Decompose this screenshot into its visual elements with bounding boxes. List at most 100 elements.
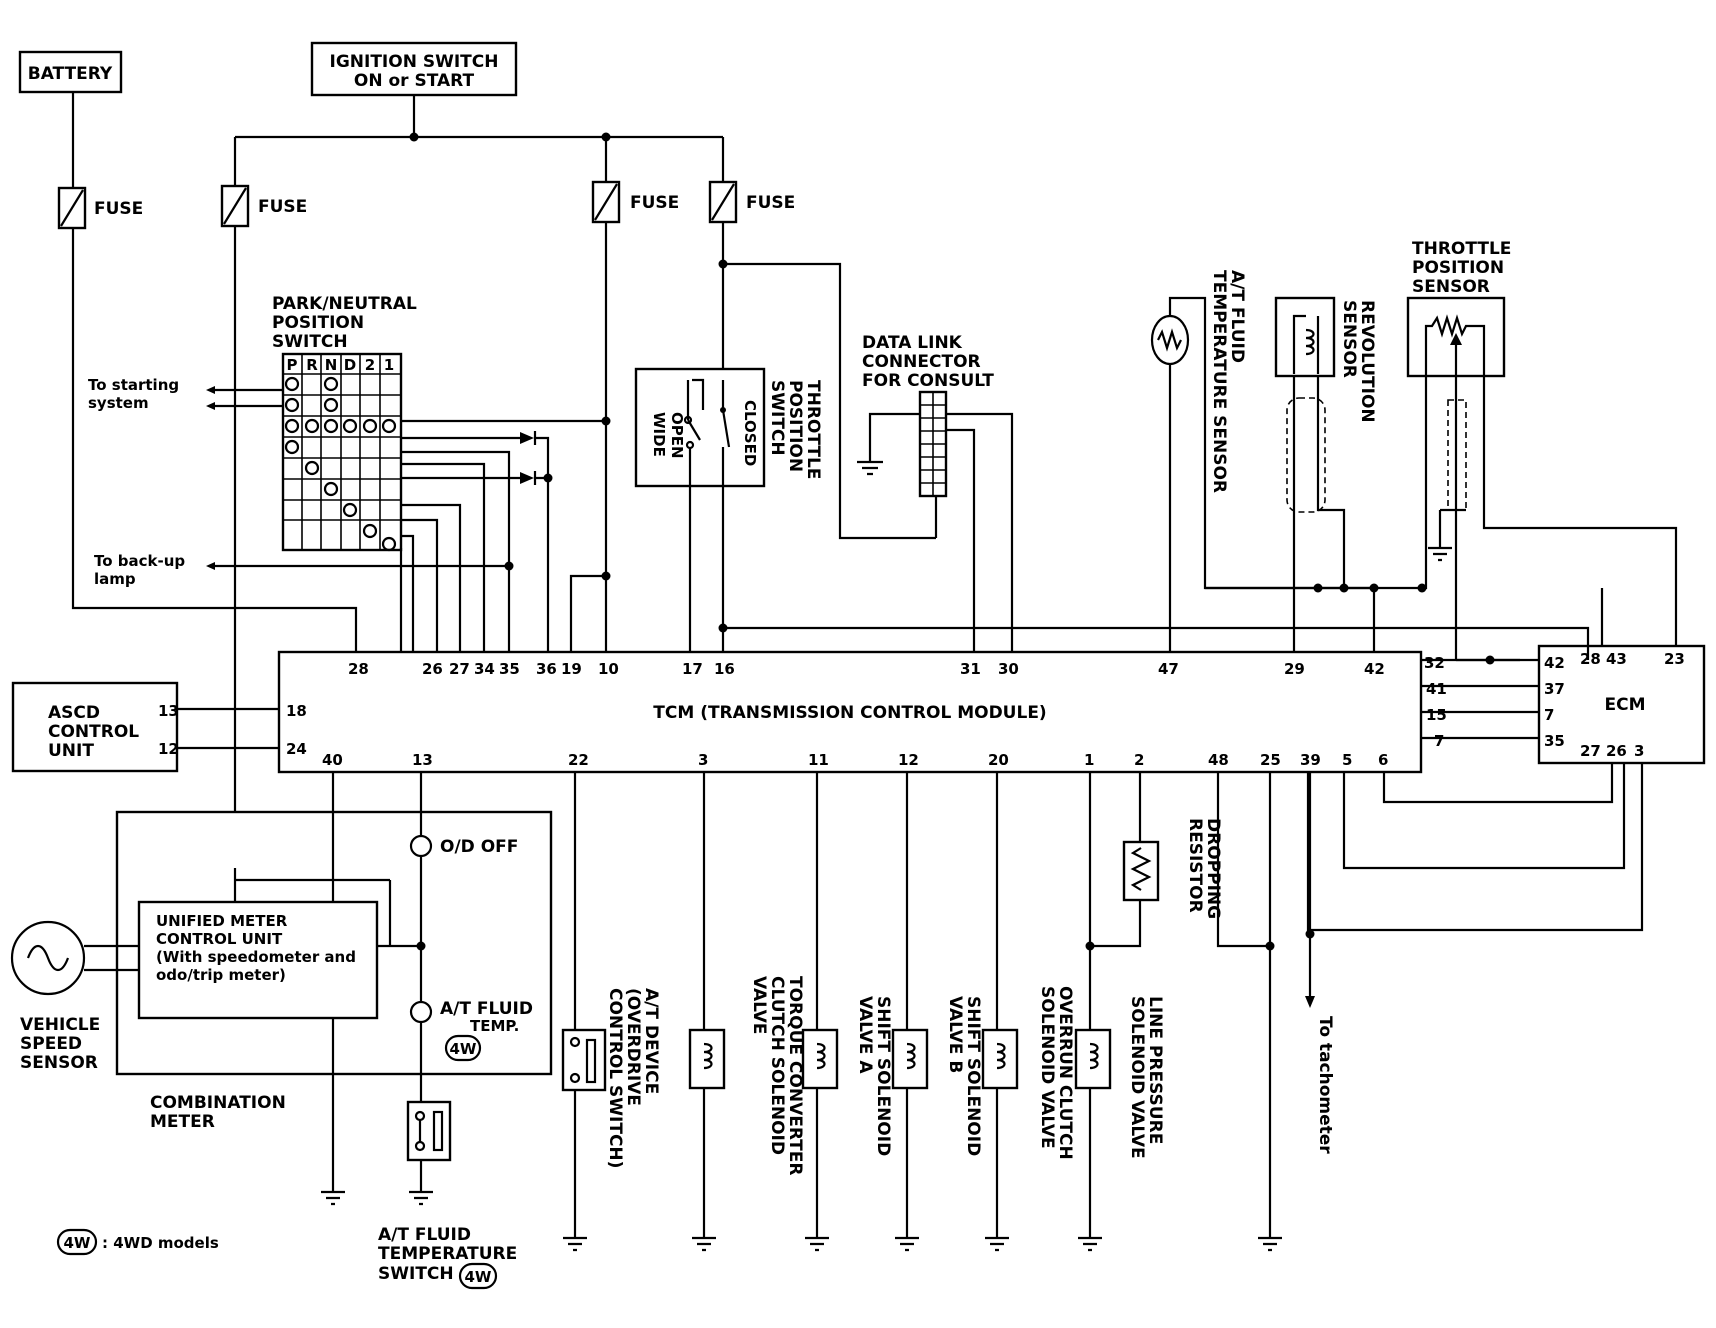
svg-text:42: 42	[1544, 654, 1565, 672]
svg-text:TEMPERATURE: TEMPERATURE	[378, 1244, 517, 1264]
svg-text:SENSOR: SENSOR	[1339, 300, 1359, 378]
svg-text:CONTROL: CONTROL	[48, 722, 139, 742]
svg-text:SHIFT SOLENOID: SHIFT SOLENOID	[873, 996, 893, 1156]
tcm-transmission-control-module: TCM (TRANSMISSION CONTROL MODULE) 28 26 …	[277, 650, 1447, 774]
svg-text:32: 32	[1424, 654, 1445, 672]
ignition-switch: IGNITION SWITCH ON or START	[310, 41, 518, 97]
at-fluid-temp-lamp: A/T FLUID TEMP. 4W	[409, 999, 533, 1062]
svg-text:3: 3	[698, 751, 708, 769]
park-neutral-position-switch: PARK/NEUTRAL POSITION SWITCH P R N D 2 1	[272, 294, 417, 552]
svg-text:lamp: lamp	[94, 570, 136, 588]
svg-text:20: 20	[988, 751, 1009, 769]
svg-text:A/T FLUID: A/T FLUID	[378, 1225, 471, 1245]
svg-text:POSITION: POSITION	[785, 380, 805, 472]
svg-text:OPEN: OPEN	[668, 412, 686, 459]
svg-text:UNIFIED METER: UNIFIED METER	[156, 912, 288, 930]
svg-text:SWITCH: SWITCH	[767, 380, 787, 456]
svg-text:1: 1	[384, 356, 394, 374]
svg-text:LINE PRESSURE: LINE PRESSURE	[1145, 996, 1165, 1144]
svg-text:TCM (TRANSMISSION CONTROL MODU: TCM (TRANSMISSION CONTROL MODULE)	[653, 703, 1046, 723]
svg-text:43: 43	[1606, 650, 1627, 668]
line-pressure-solenoid-valve: LINE PRESSURE SOLENOID VALVE	[1074, 772, 1165, 1238]
svg-text:METER: METER	[150, 1112, 215, 1132]
svg-text:16: 16	[714, 660, 735, 678]
svg-text:VEHICLE: VEHICLE	[20, 1015, 100, 1035]
svg-text:OVERRUN CLUTCH: OVERRUN CLUTCH	[1055, 986, 1075, 1160]
svg-text:25: 25	[1260, 751, 1281, 769]
svg-text:FUSE: FUSE	[746, 193, 795, 213]
svg-text:A/T DEVICE: A/T DEVICE	[641, 988, 661, 1094]
svg-text:28: 28	[348, 660, 369, 678]
svg-text:4W: 4W	[64, 1234, 91, 1252]
svg-text:27: 27	[1580, 742, 1601, 760]
data-link-connector: DATA LINK CONNECTOR FOR CONSULT	[857, 333, 1014, 660]
svg-text:To back-up: To back-up	[94, 552, 185, 570]
svg-text:VALVE A: VALVE A	[855, 996, 875, 1074]
svg-text:35: 35	[499, 660, 520, 678]
svg-text:29: 29	[1284, 660, 1305, 678]
svg-text:4W: 4W	[450, 1040, 477, 1058]
svg-text:37: 37	[1544, 680, 1565, 698]
svg-text:D: D	[344, 356, 356, 374]
fuse-throttle: FUSE	[708, 180, 795, 224]
svg-text:CLUTCH SOLENOID: CLUTCH SOLENOID	[767, 976, 787, 1155]
svg-text:TEMP.: TEMP.	[470, 1017, 519, 1035]
vehicle-speed-sensor: VEHICLE SPEED SENSOR	[10, 920, 139, 1073]
svg-text:28: 28	[1580, 650, 1601, 668]
svg-text:10: 10	[598, 660, 619, 678]
svg-text:27: 27	[449, 660, 470, 678]
svg-text:40: 40	[322, 751, 343, 769]
svg-text:FUSE: FUSE	[258, 197, 307, 217]
svg-text:18: 18	[286, 702, 307, 720]
svg-text:To tachometer: To tachometer	[1315, 1016, 1335, 1154]
battery: BATTERY	[18, 50, 123, 94]
shift-solenoid-valve-b: SHIFT SOLENOID VALVE B	[891, 772, 983, 1238]
svg-text:SOLENOID VALVE: SOLENOID VALVE	[1127, 996, 1147, 1159]
svg-text:31: 31	[960, 660, 981, 678]
svg-text:3: 3	[1634, 742, 1644, 760]
at-fluid-temperature-switch: A/T FLUID TEMPERATURE SWITCH 4W	[378, 1100, 517, 1290]
svg-text:17: 17	[682, 660, 703, 678]
svg-text:SENSOR: SENSOR	[20, 1053, 98, 1073]
svg-text:4W: 4W	[465, 1268, 492, 1286]
svg-text:7: 7	[1544, 706, 1554, 724]
svg-text:26: 26	[422, 660, 443, 678]
at-device-overdrive-switch: A/T DEVICE (OVERDRIVE CONTROL SWITCH)	[561, 772, 661, 1238]
throttle-position-switch: WIDE OPEN CLOSED THROTTLE POSITION SWITC…	[634, 367, 823, 660]
dropping-resistor: DROPPING RESISTOR	[1090, 772, 1223, 948]
svg-text:DROPPING: DROPPING	[1203, 818, 1223, 919]
svg-text:FOR CONSULT: FOR CONSULT	[862, 371, 994, 391]
fuse-tcm: FUSE	[591, 180, 679, 224]
svg-text:SHIFT SOLENOID: SHIFT SOLENOID	[963, 996, 983, 1156]
svg-text:odo/trip meter): odo/trip meter)	[156, 966, 286, 984]
svg-text:THROTTLE: THROTTLE	[803, 380, 823, 479]
svg-text:30: 30	[998, 660, 1019, 678]
svg-text:48: 48	[1208, 751, 1229, 769]
svg-text:VALVE B: VALVE B	[945, 996, 965, 1073]
svg-text:13: 13	[158, 702, 179, 720]
svg-text:CONNECTOR: CONNECTOR	[862, 352, 981, 372]
svg-text:RESISTOR: RESISTOR	[1185, 818, 1205, 913]
svg-text:REVOLUTION: REVOLUTION	[1357, 300, 1377, 423]
svg-text:12: 12	[898, 751, 919, 769]
ascd-control-unit: ASCD CONTROL UNIT 13 12	[11, 681, 279, 773]
svg-text:SENSOR: SENSOR	[1412, 277, 1490, 297]
svg-text:13: 13	[412, 751, 433, 769]
legend-4wd: 4W : 4WD models	[56, 1228, 219, 1256]
svg-text:15: 15	[1426, 706, 1447, 724]
svg-text:POSITION: POSITION	[1412, 258, 1504, 278]
svg-text:COMBINATION: COMBINATION	[150, 1093, 286, 1113]
svg-text:SPEED: SPEED	[20, 1034, 82, 1054]
svg-text:1: 1	[1084, 751, 1094, 769]
svg-text:CLOSED: CLOSED	[741, 400, 759, 466]
svg-text:To starting: To starting	[88, 376, 179, 394]
svg-text:39: 39	[1300, 751, 1321, 769]
svg-text:6: 6	[1378, 751, 1388, 769]
svg-text:IGNITION SWITCH: IGNITION SWITCH	[330, 52, 499, 72]
svg-text:ECM: ECM	[1604, 695, 1645, 715]
overrun-clutch-solenoid-valve: OVERRUN CLUTCH SOLENOID VALVE	[981, 772, 1075, 1238]
svg-text:24: 24	[286, 740, 307, 758]
svg-text:PARK/NEUTRAL: PARK/NEUTRAL	[272, 294, 417, 314]
svg-text:A/T FLUID: A/T FLUID	[1227, 270, 1247, 363]
svg-text:A/T FLUID: A/T FLUID	[440, 999, 533, 1019]
